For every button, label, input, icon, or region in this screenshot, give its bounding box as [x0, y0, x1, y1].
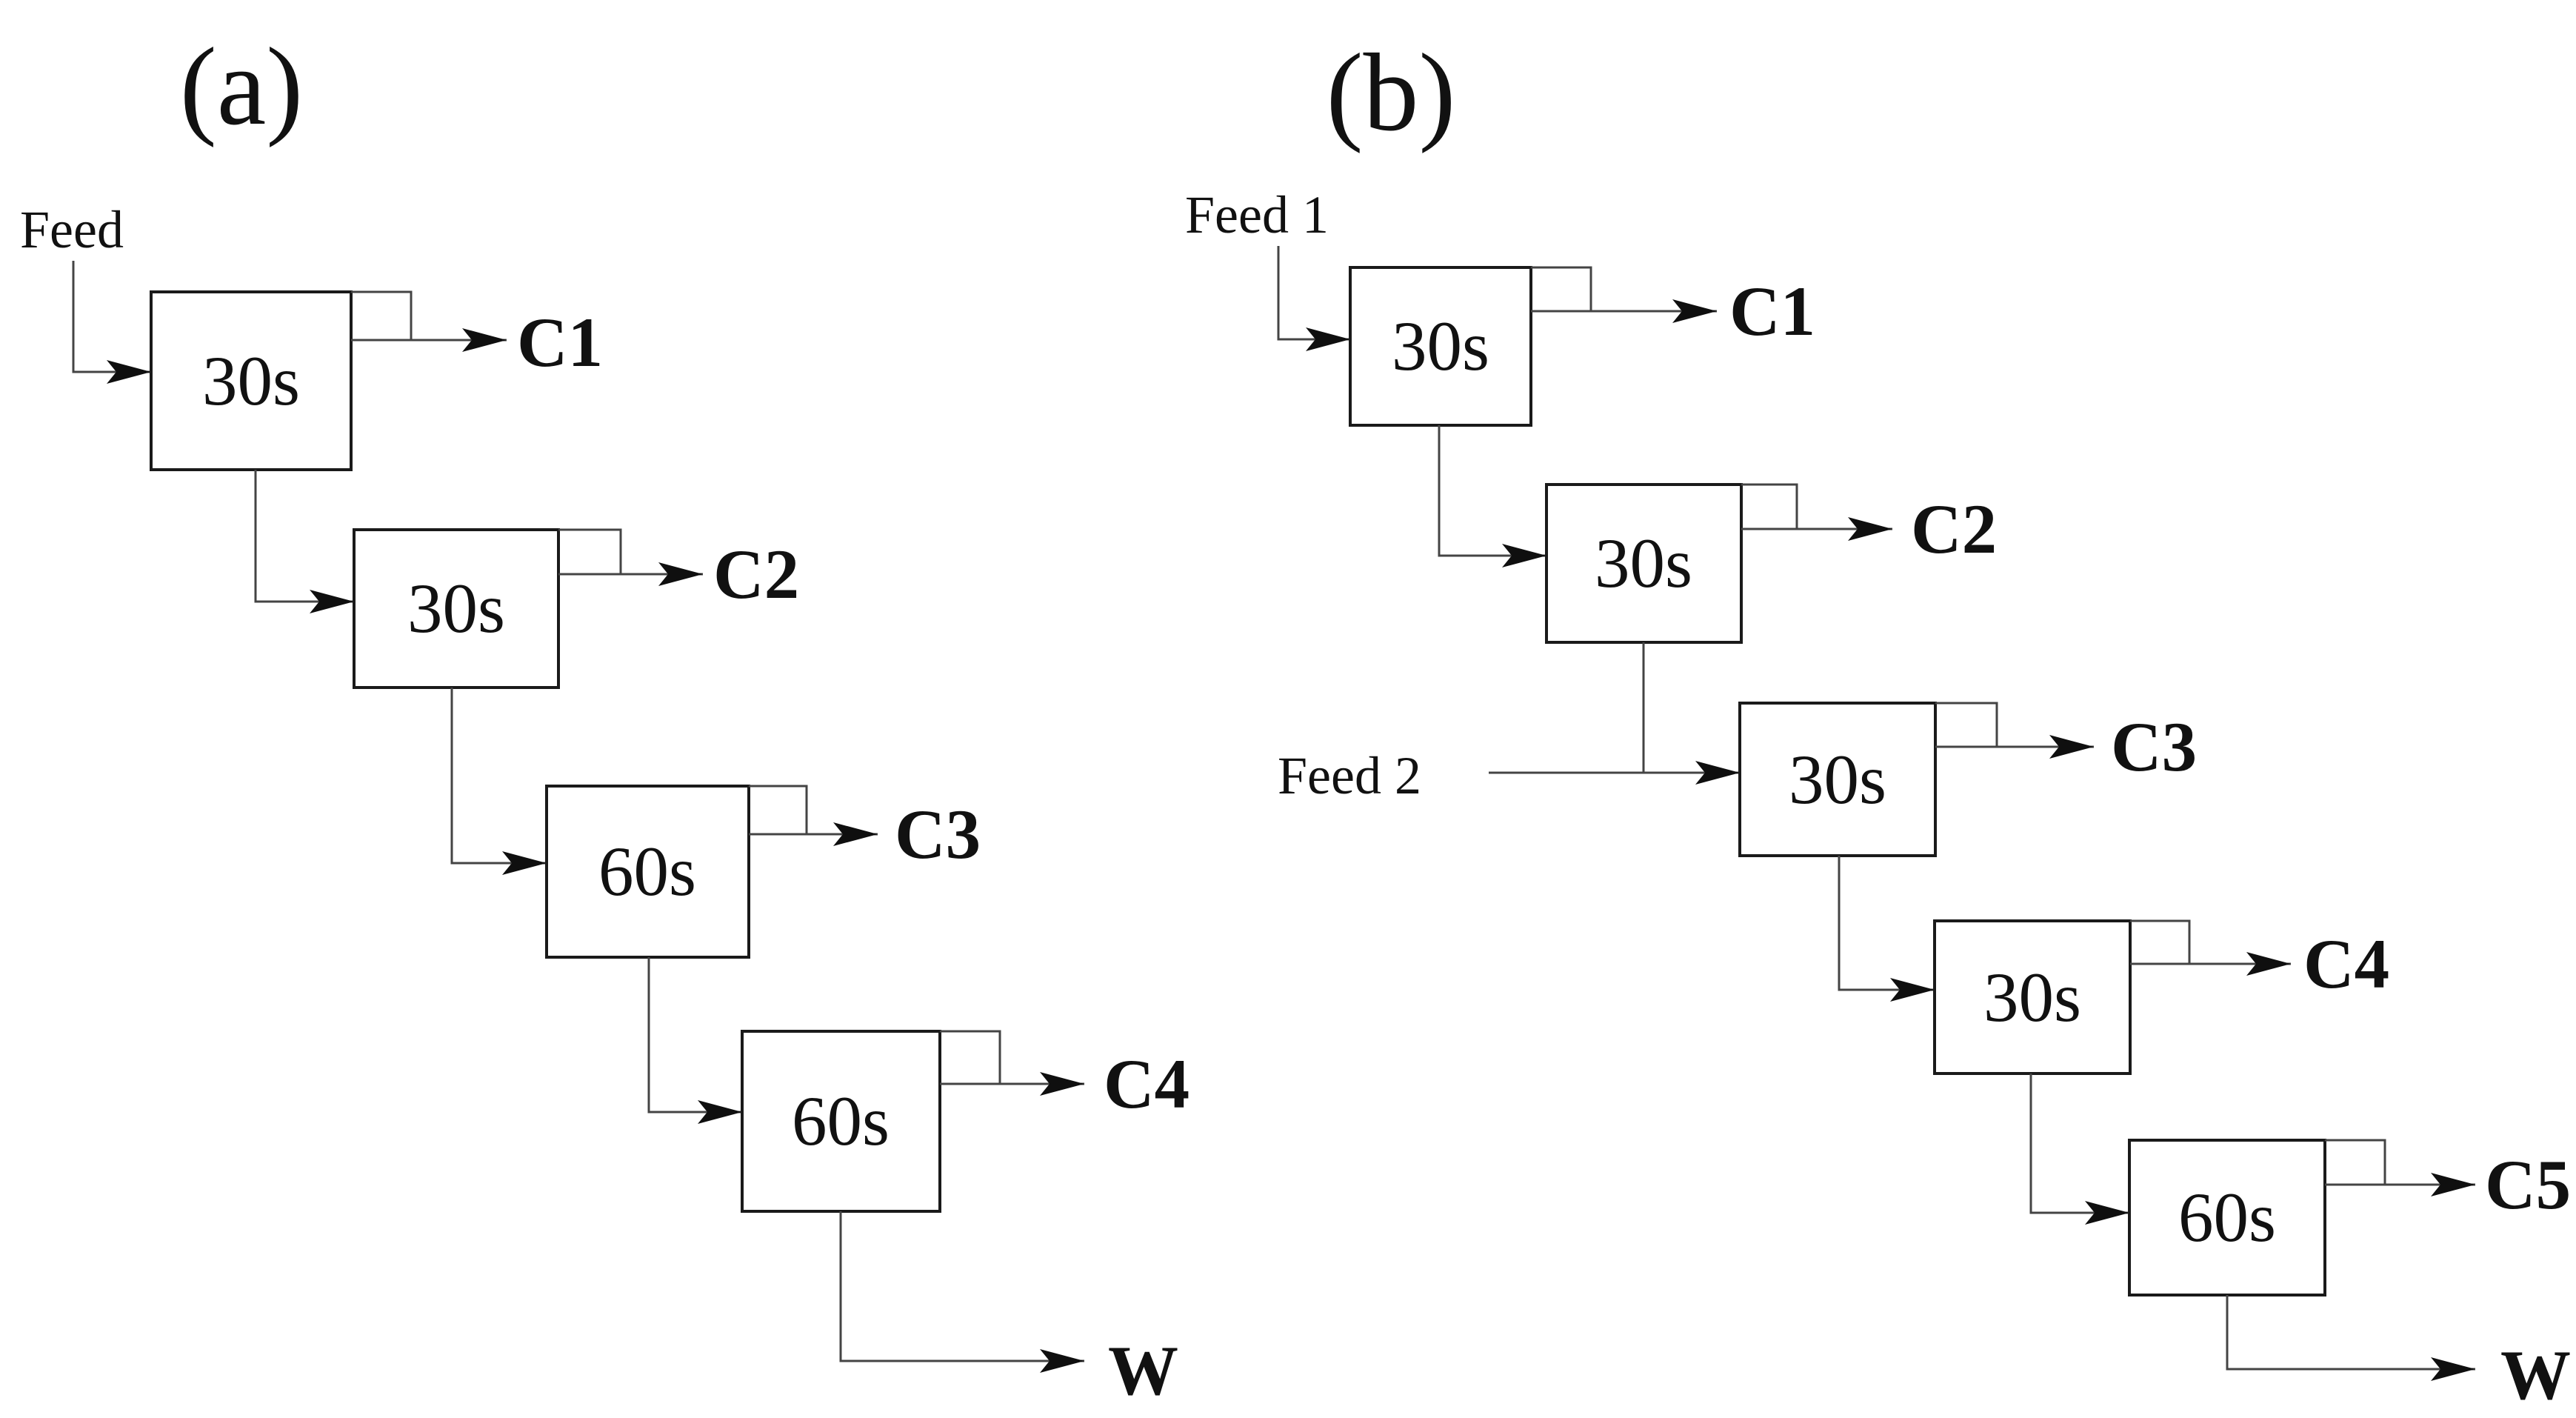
panel-a-feed-label: Feed [20, 200, 124, 259]
panel-a-feed-line [72, 261, 151, 384]
panel-b-feed1-label: Feed 1 [1185, 185, 1329, 244]
panel-a-stage1-launder-notch [351, 290, 413, 340]
panel-b-waste-label: W [2500, 1336, 2571, 1414]
panel-a-stage2-output-label: C2 [713, 535, 799, 613]
panel-b-stage4-tailings-line [2029, 1074, 2129, 1225]
panel-b-stage3-time: 30s [1789, 740, 1886, 819]
panel-b-stage4-output-label: C4 [2303, 925, 2389, 1003]
panel-a-stage1-output-label: C1 [517, 303, 603, 382]
panel-a-stage3-tailings-line [647, 957, 742, 1124]
panel-b-stage2-time: 30s [1595, 524, 1692, 602]
panel-b-stage2-output-label: C2 [1911, 490, 1997, 568]
panel-a-stage3-time: 60s [598, 832, 696, 911]
panel-b-stage4-box [1933, 919, 2132, 1075]
panel-a-stage3-output-label: C3 [895, 795, 981, 873]
panel-b-stage1-box [1349, 266, 1532, 427]
panel-a-stage2-box [353, 528, 560, 689]
panel-a-stage1-time: 30s [202, 342, 300, 420]
panel-b: (b) Feed 1 30s C1 30s C2 Feed 2 30s C3 3… [1185, 31, 2571, 1414]
panel-a-stage1-box [150, 290, 353, 471]
panel-a-label: (a) [180, 25, 303, 148]
panel-a-stage4-time: 60s [792, 1082, 890, 1160]
panel-b-stage3-box [1738, 702, 1937, 857]
panel-b-stage3-output-label: C3 [2111, 708, 2197, 786]
panel-b-stage1-output-label: C1 [1729, 272, 1815, 350]
panel-a-stage2-launder-notch [558, 528, 622, 574]
panel-b-stage1-time: 30s [1392, 307, 1489, 385]
panel-a-stage4-output-label: C4 [1104, 1045, 1189, 1123]
panel-b-stage1-tailings-line [1438, 425, 1546, 567]
panel-b-waste-line [2226, 1295, 2475, 1381]
panel-a-stage2-time: 30s [407, 569, 505, 648]
panel-a-stage1-tailings-line [254, 470, 354, 613]
panel-a: (a) Feed 30s C1 30s C2 60s C3 60s C4 W [20, 25, 1189, 1410]
panel-a-stage3-launder-notch [749, 785, 808, 834]
panel-b-feed1-line [1277, 246, 1350, 351]
panel-b-label: (b) [1327, 31, 1456, 154]
panel-b-stage4-launder-notch [2130, 919, 2191, 964]
panel-b-stage5-time: 60s [2178, 1178, 2276, 1256]
panel-b-stage3-launder-notch [1935, 702, 1998, 747]
panel-b-stage1-launder-notch [1531, 266, 1592, 311]
panel-b-stage2-launder-notch [1741, 483, 1798, 529]
panel-a-waste-line [839, 1211, 1084, 1373]
panel-a-stage2-tailings-line [450, 688, 547, 875]
panel-a-stage4-launder-notch [940, 1030, 1001, 1084]
panel-b-stage5-output-label: C5 [2485, 1145, 2571, 1224]
panel-b-stage4-time: 30s [1983, 958, 2081, 1036]
panel-b-stage5-launder-notch [2325, 1139, 2386, 1185]
panel-a-waste-label: W [1108, 1331, 1178, 1410]
panel-b-stage3-tailings-line [1838, 856, 1935, 1002]
panel-b-feed2-label: Feed 2 [1278, 746, 1421, 805]
